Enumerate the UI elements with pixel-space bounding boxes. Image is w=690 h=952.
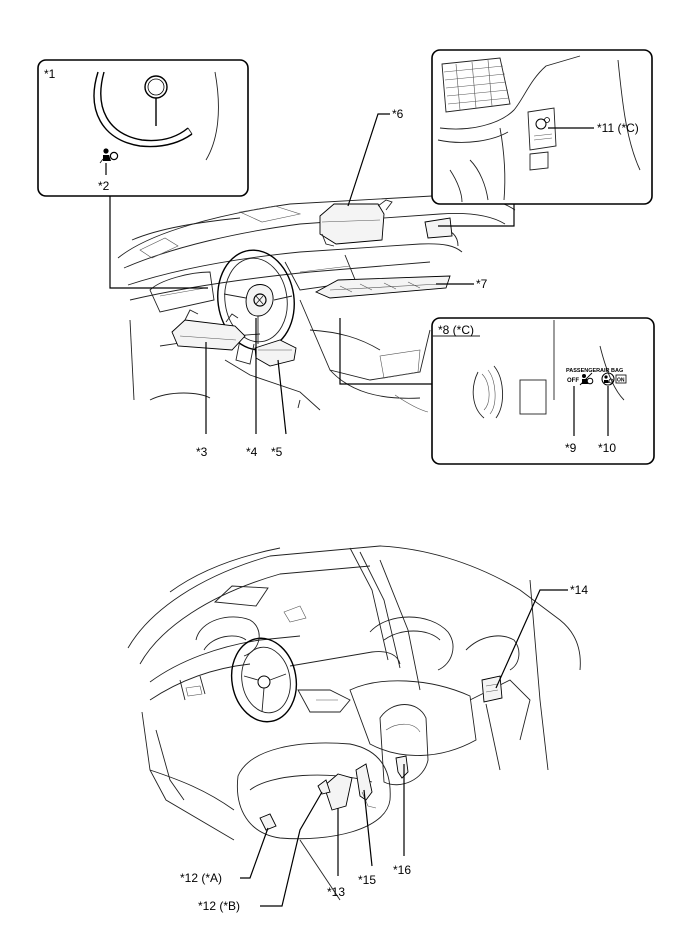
leader-5 xyxy=(277,359,287,435)
passenger-airbag-off-icon xyxy=(579,372,594,386)
callout-box-8: PASSENGER AIR BAG OFF ON *8 (*C) *9 *10 xyxy=(431,317,655,465)
label-15: *15 xyxy=(358,873,376,887)
label-10: *10 xyxy=(598,441,616,455)
label-11: *11 (*C) xyxy=(597,121,639,135)
label-5: *5 xyxy=(271,445,283,459)
label-16: *16 xyxy=(393,863,411,877)
label-3: *3 xyxy=(196,445,208,459)
leader-8 xyxy=(339,318,432,385)
leader-1 xyxy=(109,196,208,289)
on-indicator-badge: ON xyxy=(617,378,625,384)
leader-11 xyxy=(438,204,515,227)
airbag-warning-light-icon xyxy=(99,148,119,164)
label-2: *2 xyxy=(98,179,110,193)
leader-6 xyxy=(347,113,390,207)
label-9: *9 xyxy=(565,441,577,455)
label-7: *7 xyxy=(476,277,488,291)
label-8: *8 (*C) xyxy=(438,323,474,337)
label-12b: *12 (*B) xyxy=(198,899,240,913)
label-6: *6 xyxy=(392,107,404,121)
label-1: *1 xyxy=(44,67,56,81)
callout-box-1: *1 *2 xyxy=(37,59,249,197)
leader-15 xyxy=(363,789,373,867)
leader-12a xyxy=(240,827,269,879)
callout-box-11: *11 (*C) xyxy=(431,49,653,205)
label-4: *4 xyxy=(246,445,258,459)
label-14: *14 xyxy=(570,583,588,597)
off-indicator-text: OFF xyxy=(567,378,579,384)
cabin-illustration xyxy=(127,545,581,901)
passenger-indicator-label: PASSENGER xyxy=(566,368,600,374)
dashboard-illustration xyxy=(117,194,516,413)
leader-12b xyxy=(260,791,323,907)
airbag-connector-icon xyxy=(527,107,557,151)
passenger-airbag-on-icon xyxy=(601,372,615,386)
label-12a: *12 (*A) xyxy=(180,871,222,885)
airbag-indicator-label: AIR BAG xyxy=(600,368,623,374)
leader-14 xyxy=(495,589,568,689)
label-13: *13 xyxy=(327,885,345,899)
